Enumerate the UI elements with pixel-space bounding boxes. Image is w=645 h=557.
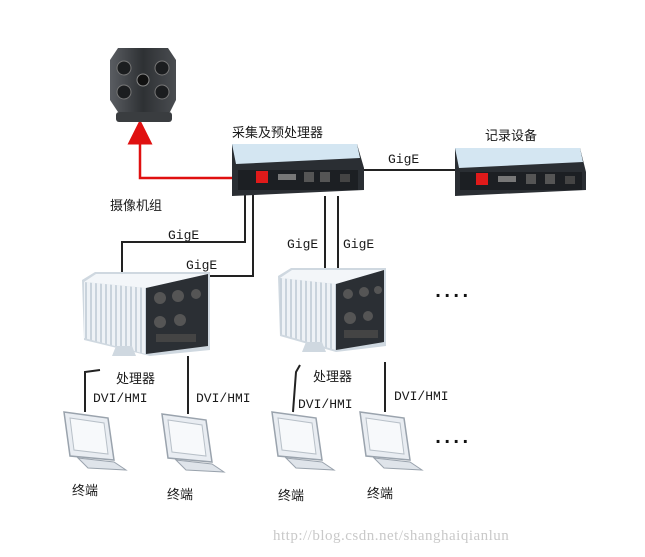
monitor-icon (271, 411, 336, 471)
more-processors-ellipsis: .... (435, 282, 472, 301)
processor-icon (82, 272, 210, 356)
signal-arrow (127, 119, 247, 180)
processor-label-1: 处理器 (116, 371, 156, 386)
gige-label-proc1-b: GigE (186, 258, 218, 273)
gige-label-proc1-a: GigE (168, 228, 200, 243)
terminal-label-3: 终端 (278, 488, 305, 503)
monitor-icon (359, 411, 424, 471)
watermark-url: http://blog.csdn.net/shanghaiqianlun (273, 528, 510, 544)
gige-label-recorder: GigE (388, 152, 420, 167)
terminal-label-4: 终端 (367, 486, 394, 501)
dvi-link-3 (292, 364, 301, 413)
camera-group-label: 摄像机组 (110, 198, 163, 213)
processor-icon (278, 268, 386, 352)
monitor-icon (161, 413, 226, 473)
acquisition-device-label: 采集及预处理器 (232, 125, 324, 140)
terminal-label-2: 终端 (167, 487, 194, 502)
dvi-label-3: DVI/HMI (298, 397, 353, 412)
gige-link-proc1-a (121, 188, 246, 278)
dvi-link-1 (84, 369, 101, 412)
recorder-device-icon (455, 148, 586, 196)
processor-label-2: 处理器 (313, 369, 353, 384)
gige-label-proc2-b: GigE (343, 237, 375, 252)
acquisition-device-icon (232, 144, 364, 196)
more-terminals-ellipsis: .... (435, 428, 472, 447)
dvi-label-1: DVI/HMI (93, 391, 148, 406)
recorder-device-label: 记录设备 (485, 128, 538, 143)
dvi-label-4: DVI/HMI (394, 389, 449, 404)
dvi-label-2: DVI/HMI (196, 391, 251, 406)
gige-label-proc2-a: GigE (287, 237, 319, 252)
camera-icon (110, 48, 176, 122)
terminal-label-1: 终端 (72, 483, 99, 498)
monitor-icon (63, 411, 128, 471)
